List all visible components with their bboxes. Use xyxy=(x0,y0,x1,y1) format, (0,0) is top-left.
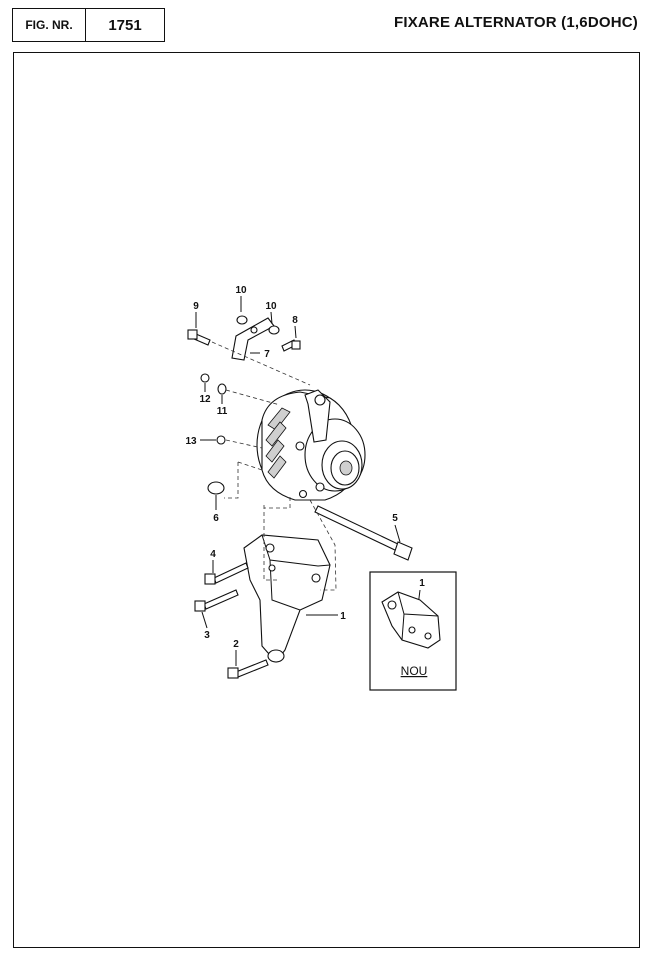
washer-13 xyxy=(216,435,226,445)
guide-line xyxy=(237,461,263,471)
callout-5: 5 xyxy=(392,513,398,524)
guide-line xyxy=(225,439,263,449)
callout-11: 11 xyxy=(217,406,228,417)
callout-4: 4 xyxy=(210,549,216,560)
inset-new-part: 1 NOU xyxy=(369,571,457,691)
callout-13: 13 xyxy=(185,436,197,447)
guide-line xyxy=(309,499,337,591)
bolt-4 xyxy=(204,562,249,585)
bolt-8 xyxy=(281,339,301,352)
guide-line xyxy=(225,389,281,406)
alternator xyxy=(256,389,366,501)
washer-11 xyxy=(217,383,227,395)
guide-line xyxy=(264,497,291,509)
callout-10: 10 xyxy=(265,301,277,312)
guide-line xyxy=(224,462,239,499)
callout-3: 3 xyxy=(204,630,210,641)
callout-9: 9 xyxy=(193,301,199,312)
diagram-frame xyxy=(13,52,640,948)
leader-line xyxy=(394,524,401,543)
alternator-bracket xyxy=(243,534,331,663)
leader-line xyxy=(270,311,273,325)
nut-6 xyxy=(207,481,225,495)
guide-line xyxy=(211,341,311,386)
figure-label: FIG. NR. xyxy=(13,9,86,41)
page-title: FIXARE ALTERNATOR (1,6DOHC) xyxy=(393,14,638,31)
figure-number-box: FIG. NR. 1751 xyxy=(12,8,165,42)
callout-1: 1 xyxy=(340,611,346,622)
bolt-2 xyxy=(227,659,269,679)
bolt-5 xyxy=(314,505,413,561)
bolt-9 xyxy=(187,329,211,346)
callout-6: 6 xyxy=(213,513,219,524)
nut-12 xyxy=(200,373,210,383)
leader-line xyxy=(201,611,208,629)
callout-7: 7 xyxy=(264,349,270,360)
nut-10-right xyxy=(268,325,280,335)
bolt-3 xyxy=(194,589,239,612)
nut-10-left xyxy=(236,315,248,325)
guide-line xyxy=(263,505,280,581)
callout-2: 2 xyxy=(233,639,239,650)
callout-12: 12 xyxy=(199,394,211,405)
callout-10: 10 xyxy=(235,285,247,296)
inset-callout-1: 1 xyxy=(419,578,425,589)
adjusting-strap-7 xyxy=(231,317,275,361)
callout-8: 8 xyxy=(292,315,298,326)
figure-number: 1751 xyxy=(108,16,142,34)
leader-line xyxy=(294,325,297,339)
inset-label: NOU xyxy=(401,664,428,678)
